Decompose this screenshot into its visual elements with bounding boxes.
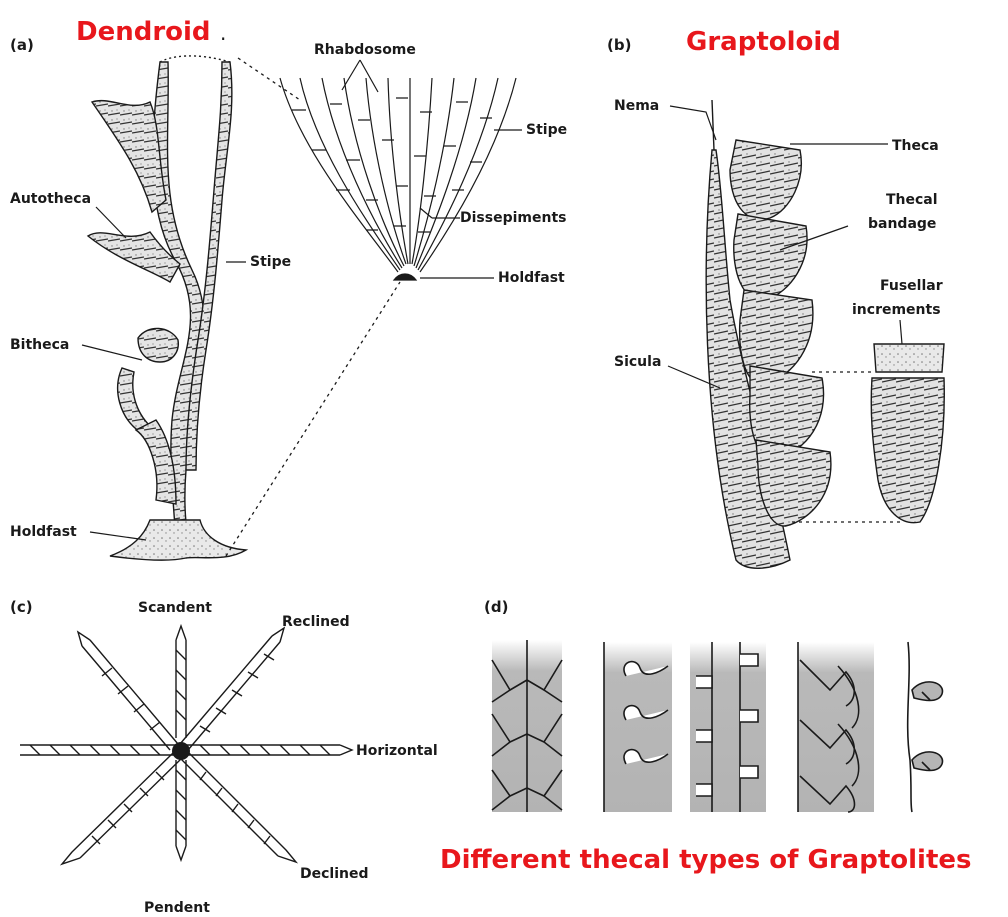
rhabdosome-label: Rhabdosome (314, 42, 416, 58)
panel-b-label: (b) (607, 36, 631, 54)
holdfast-inset-label: Holdfast (498, 270, 565, 286)
pendent-label: Pendent (144, 900, 210, 916)
inset-connector-lines (226, 58, 400, 556)
panel-c-label: (c) (10, 598, 33, 616)
thecal-type-1 (492, 640, 562, 812)
thecal-type-4 (798, 642, 874, 812)
dendroid-colony-drawing (88, 56, 246, 560)
fusellar-label-line1: Fusellar (880, 278, 943, 294)
theca-label: Theca (892, 138, 939, 154)
nema-label: Nema (614, 98, 659, 114)
holdfast-label: Holdfast (10, 524, 77, 540)
thecal-type-3 (690, 642, 766, 812)
dendroid-title: Dendroid (76, 17, 211, 47)
scandent-label: Scandent (138, 600, 212, 616)
rhabdosome-inset-drawing (280, 78, 516, 280)
horizontal-label: Horizontal (356, 743, 438, 759)
bitheca-label: Bitheca (10, 337, 69, 353)
thecal-type-2 (604, 642, 672, 812)
sicula-label: Sicula (614, 354, 661, 370)
dissepiments-label: Dissepiments (460, 210, 566, 226)
autotheca-label: Autotheca (10, 191, 91, 207)
dendroid-title-period: . (220, 21, 226, 45)
panel-a-label: (a) (10, 36, 34, 54)
thecal-bandage-label-line2: bandage (868, 216, 936, 232)
graptoloid-drawing (706, 100, 944, 568)
thecal-type-5 (906, 642, 942, 812)
stipe-label: Stipe (250, 254, 291, 270)
declined-label: Declined (300, 866, 369, 882)
panel-d-label: (d) (484, 598, 508, 616)
stipe-inset-label: Stipe (526, 122, 567, 138)
thecal-types-caption: Different thecal types of Graptolites (440, 845, 971, 875)
stipe-orientation-diagram (20, 626, 352, 864)
thecal-bandage-label-line1: Thecal (886, 192, 938, 208)
graptoloid-title: Graptoloid (686, 27, 841, 57)
reclined-label: Reclined (282, 614, 350, 630)
fusellar-label-line2: increments (852, 302, 941, 318)
